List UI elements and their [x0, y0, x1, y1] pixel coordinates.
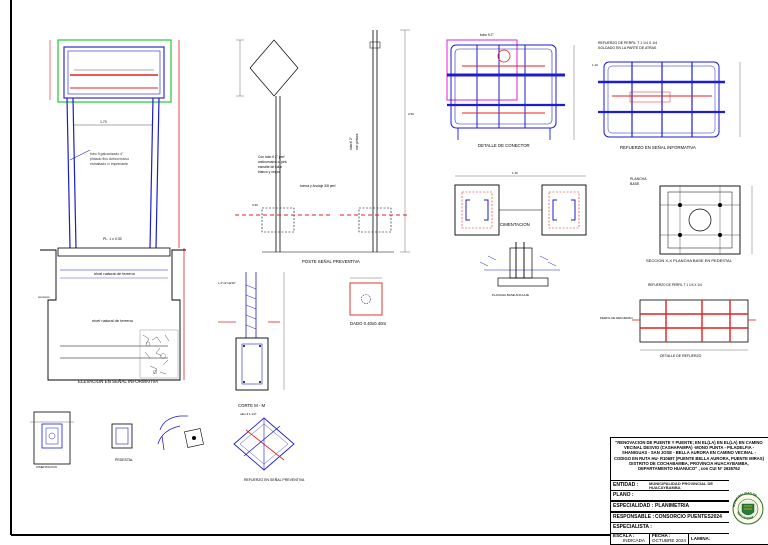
row-plano: PLANO :	[611, 490, 729, 500]
reinforcement-informative-sign: REFUERZO DE PERFIL T 1 1/4 X 1/4 SOLDADO…	[592, 41, 741, 138]
caption-refuerzo-preventiva: REFUERZO EN SEÑAL PREVENTIVA	[244, 477, 305, 482]
foundation-section-sketch: PLANCHA BASE ANCLAJE	[479, 242, 560, 297]
preventive-reinforcement-detail: tubo fi 1 1/2"	[233, 412, 295, 471]
municipal-seal-icon: MUNICIPALIDAD PR HUACAYBAM	[732, 491, 764, 525]
nivel-terreno-label-1: nivel natural de terreno	[94, 271, 136, 276]
fecha-value: OCTUBRE 2024	[652, 537, 686, 543]
svg-text:1.70: 1.70	[100, 120, 107, 124]
escala-cell: ESCALA : INDICADA	[611, 533, 650, 544]
svg-text:CIMENTACION: CIMENTACION	[36, 465, 57, 469]
escala-value: INDICADA	[623, 537, 645, 543]
caption-detalle-conector: DETALLE DE CONECTOR	[478, 143, 530, 148]
svg-text:L 2"x2"x3/16": L 2"x2"x3/16"	[218, 281, 236, 285]
row-especialista: ESPECIALISTA :	[611, 522, 729, 532]
svg-text:concreto: concreto	[38, 295, 50, 299]
caption-refuerzo: REFUERZO EN SEÑAL INFORMATIVA	[620, 145, 696, 150]
svg-text:esmaltado c/ imprimante: esmaltado c/ imprimante	[90, 162, 128, 166]
svg-text:tubo fi 1 1/2": tubo fi 1 1/2"	[240, 412, 257, 416]
svg-text:PLANCHA BASE ANCLAJE: PLANCHA BASE ANCLAJE	[492, 293, 529, 297]
entidad-value: MUNICIPALIDAD PROVINCIAL DE HUACAYBAMBA	[649, 480, 714, 490]
caption-elevacion: ELEVACION EN SEÑAL INFORMATIVA	[78, 378, 158, 384]
foundation-plan: 1.40	[454, 171, 587, 236]
base-block-detail	[349, 277, 383, 316]
row-entidad: ENTIDAD : MUNICIPALIDAD PROVINCIAL DE HU…	[611, 480, 729, 490]
svg-text:tubo fi 2": tubo fi 2"	[480, 33, 494, 37]
fecha-cell: FECHA : OCTUBRE 2024	[650, 533, 689, 544]
pedestal-details: CIMENTACION	[30, 411, 204, 469]
fecha-label: FECHA :	[652, 533, 671, 538]
row-responsable: RESPONSABLE : CONSORCIO PUENTES2024	[611, 511, 729, 522]
svg-text:con pintura: con pintura	[355, 134, 359, 150]
svg-text:pintado fino Anticorrosivo: pintado fino Anticorrosivo	[90, 157, 129, 161]
caption-detalle-refuerzo: DETALLE DE REFUERZO	[660, 354, 702, 358]
section-x-x-baseplate: PLANCHA BASE	[630, 177, 753, 255]
svg-text:PLANCHA: PLANCHA	[630, 177, 647, 181]
especialidad-value: PLANIMETRIA	[655, 503, 690, 509]
svg-text:2.50: 2.50	[408, 112, 414, 116]
responsable-label: RESPONSABLE :	[613, 514, 655, 520]
svg-text:esmalte de color: esmalte de color	[258, 165, 283, 169]
caption-pedestal: PEDESTAL	[115, 458, 133, 462]
title-block: "RENOVACION DE PUENTE Y PUENTE; EN EL(LA…	[610, 437, 768, 545]
responsable-value: CONSORCIO PUENTES2024	[655, 514, 722, 520]
plano-label: PLANO :	[613, 492, 634, 498]
lamina-label: LAMINA:	[691, 536, 711, 541]
svg-text:tuerca y Anclaje 3/8 perf.: tuerca y Anclaje 3/8 perf.	[300, 184, 336, 188]
connector-detail: tubo fi 2"	[446, 33, 575, 140]
svg-text:anticorrosivo c/ pint.: anticorrosivo c/ pint.	[258, 160, 287, 164]
project-title: "RENOVACION DE PUENTE Y PUENTE; EN EL(LA…	[614, 440, 764, 472]
caption-cimentacion: CIMENTACION	[500, 222, 530, 227]
svg-text:1.10: 1.10	[592, 63, 598, 67]
especialidad-label: ESPECIALIDAD :	[613, 503, 654, 509]
section-m-m: L 2"x2"x3/16"	[218, 272, 285, 391]
svg-text:SOLDADO EN LA PARTE DE ATRAS: SOLDADO EN LA PARTE DE ATRAS	[598, 46, 657, 50]
caption-dado: DADO 0.40x0.40m	[350, 321, 386, 326]
escala-label: ESCALA :	[613, 533, 635, 538]
svg-text:REFUERZO DE PERFIL T 1 1/4 X 1: REFUERZO DE PERFIL T 1 1/4 X 1/4	[598, 41, 657, 45]
svg-text:blanco y negro: blanco y negro	[258, 170, 280, 174]
preventive-sign-post-elevations: Con tubo fi 2" perf. anticorrosivo c/ pi…	[235, 29, 414, 253]
svg-text:BASE: BASE	[630, 182, 640, 186]
svg-text:0.30: 0.30	[252, 203, 258, 207]
svg-text:PL. 1 x 0.30: PL. 1 x 0.30	[103, 237, 122, 241]
row-footer: ESCALA : INDICADA FECHA : OCTUBRE 2024 L…	[611, 533, 729, 544]
caption-poste: POSTE SEÑAL PREVENTIVA	[302, 259, 360, 264]
nivel-terreno-label-2: nivel natural de terreno	[92, 318, 134, 323]
svg-text:1.40: 1.40	[512, 171, 518, 175]
caption-seccion: SECCION X-X PLANCHA BASE EN PEDESTAL	[646, 258, 733, 263]
caption-corte: CORTE M - M	[238, 403, 266, 408]
entidad-label: ENTIDAD :	[613, 482, 639, 488]
svg-text:tubo fi galvanizado 4": tubo fi galvanizado 4"	[90, 152, 124, 156]
reinforcement-detail-grid: PERFIL DE REFUERZO REFUERZO DE PERFIL T …	[600, 283, 756, 351]
especialista-label: ESPECIALISTA :	[613, 524, 652, 530]
svg-text:PERFIL DE REFUERZO: PERFIL DE REFUERZO	[600, 316, 633, 320]
svg-text:REFUERZO DE PERFIL T 1 1/4 X 1: REFUERZO DE PERFIL T 1 1/4 X 1/4	[648, 283, 702, 287]
svg-text:tubo fi 2": tubo fi 2"	[349, 136, 353, 150]
row-especialidad: ESPECIALIDAD : PLANIMETRIA	[611, 500, 729, 511]
elevation-informative-sign: 1.70 tubo fi galvanizado 4" pintado fino…	[38, 39, 186, 381]
svg-text:Con tubo fi 2" perf.: Con tubo fi 2" perf.	[258, 155, 285, 159]
